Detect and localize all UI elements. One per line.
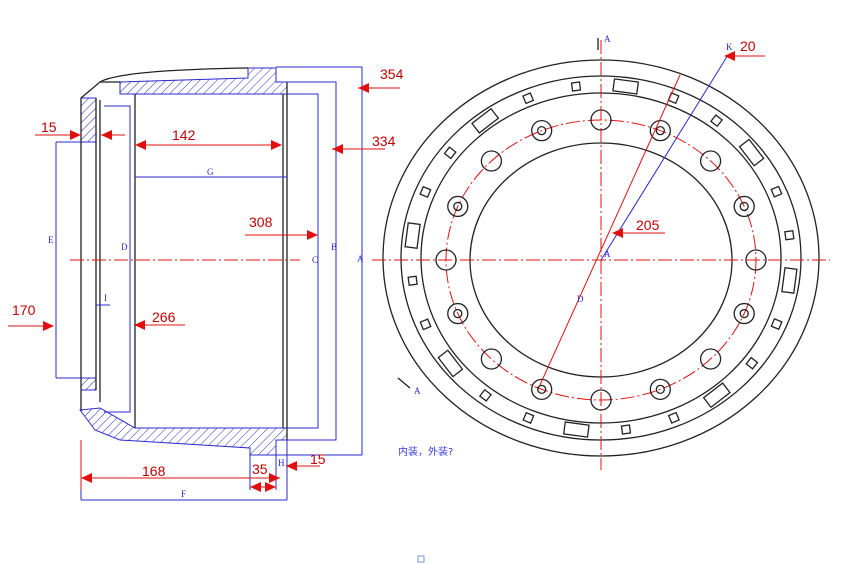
bolt-hole-inner — [537, 126, 547, 136]
label-H: H — [278, 458, 285, 468]
bolt-hole — [733, 195, 755, 218]
rim-lug — [702, 382, 731, 409]
rim-lug — [570, 81, 582, 92]
dim-354: 354 — [380, 66, 404, 82]
bolt-hole-inner — [453, 201, 463, 212]
section-marks — [397, 38, 599, 389]
rim-lug — [419, 185, 432, 199]
label-B: B — [331, 242, 337, 252]
dim-168: 168 — [142, 463, 166, 479]
dim-334: 334 — [372, 133, 396, 149]
label-D-front: D — [577, 294, 584, 304]
flange-top — [80, 97, 97, 143]
dim-266: 266 — [152, 309, 176, 325]
label-G: G — [207, 167, 214, 177]
bolt-hole — [733, 302, 755, 325]
bolt-hole-inner — [655, 126, 665, 136]
dim-170: 170 — [12, 302, 36, 318]
center-label: A — [604, 249, 611, 259]
bolt-hole — [699, 150, 722, 172]
label-F: F — [181, 489, 186, 499]
label-C: C — [312, 255, 318, 265]
bolt-hole — [480, 348, 503, 370]
drum-bottom-wall — [79, 407, 288, 456]
rim-lug — [770, 317, 783, 331]
side-view: 354 15 142 334 308 170 266 168 35 15 A B… — [8, 66, 404, 501]
bolt-hole — [531, 378, 553, 400]
rim-lug — [522, 92, 535, 105]
bolt-hole-inner — [655, 384, 665, 394]
rim-lug — [781, 267, 798, 294]
dim-205: 205 — [636, 217, 660, 233]
rim-lug — [710, 114, 724, 128]
rim-lug — [443, 146, 457, 160]
dim-15-bottom: 15 — [310, 451, 326, 467]
bolt-hole — [447, 302, 469, 325]
rim-lug — [667, 411, 680, 424]
bolt-hole-inner — [739, 201, 749, 212]
bolt-hole-inner — [453, 308, 463, 319]
note-text: 内装，外装? — [398, 445, 453, 458]
rim-lug — [522, 411, 535, 424]
rim-lugs — [404, 78, 798, 438]
bolt-hole — [531, 120, 553, 142]
rim-lug — [404, 222, 421, 249]
rim-lug — [407, 275, 418, 286]
rim-lug — [471, 107, 500, 134]
arrowheads — [43, 83, 369, 492]
radius-line — [600, 54, 729, 261]
rim-lug — [770, 185, 783, 198]
dimension-leaders — [8, 87, 400, 490]
rim-lug — [738, 138, 765, 167]
label-K: K — [726, 42, 733, 52]
drum-taper — [99, 67, 249, 83]
rim-lug — [562, 421, 590, 438]
rim-lug — [620, 424, 632, 435]
diameter-line — [539, 74, 681, 386]
dim-20: 20 — [740, 38, 756, 54]
label-A: A — [357, 254, 364, 264]
rim-lug — [419, 318, 432, 331]
bolt-hole — [699, 348, 722, 370]
dim-142: 142 — [172, 127, 196, 143]
dim-308: 308 — [249, 214, 273, 230]
bolt-hole — [447, 195, 469, 218]
bolt-hole-inner — [739, 308, 749, 319]
label-E: E — [48, 235, 54, 245]
dim-35: 35 — [252, 461, 268, 477]
rim-lug — [612, 78, 640, 95]
bolt-hole-inner — [537, 384, 547, 394]
rim-lug — [784, 230, 795, 241]
rim-lug — [437, 349, 464, 378]
section-label-top: A — [604, 34, 611, 44]
rim-lug — [478, 388, 492, 402]
bolt-hole — [480, 150, 503, 172]
scroll-marker — [417, 555, 425, 563]
outer-rim — [382, 59, 820, 457]
label-I: I — [104, 293, 107, 303]
bolt-hole — [649, 378, 671, 400]
bolt-hole — [649, 120, 671, 142]
label-D: D — [121, 242, 128, 252]
front-view: 205 20 A A A K D 内装，外装? — [372, 34, 830, 470]
dim-15-top: 15 — [41, 119, 57, 135]
drum-top-wall — [119, 67, 288, 95]
section-label-bottom: A — [414, 386, 421, 396]
flange-bottom — [80, 377, 97, 391]
rim-lug — [745, 356, 759, 370]
